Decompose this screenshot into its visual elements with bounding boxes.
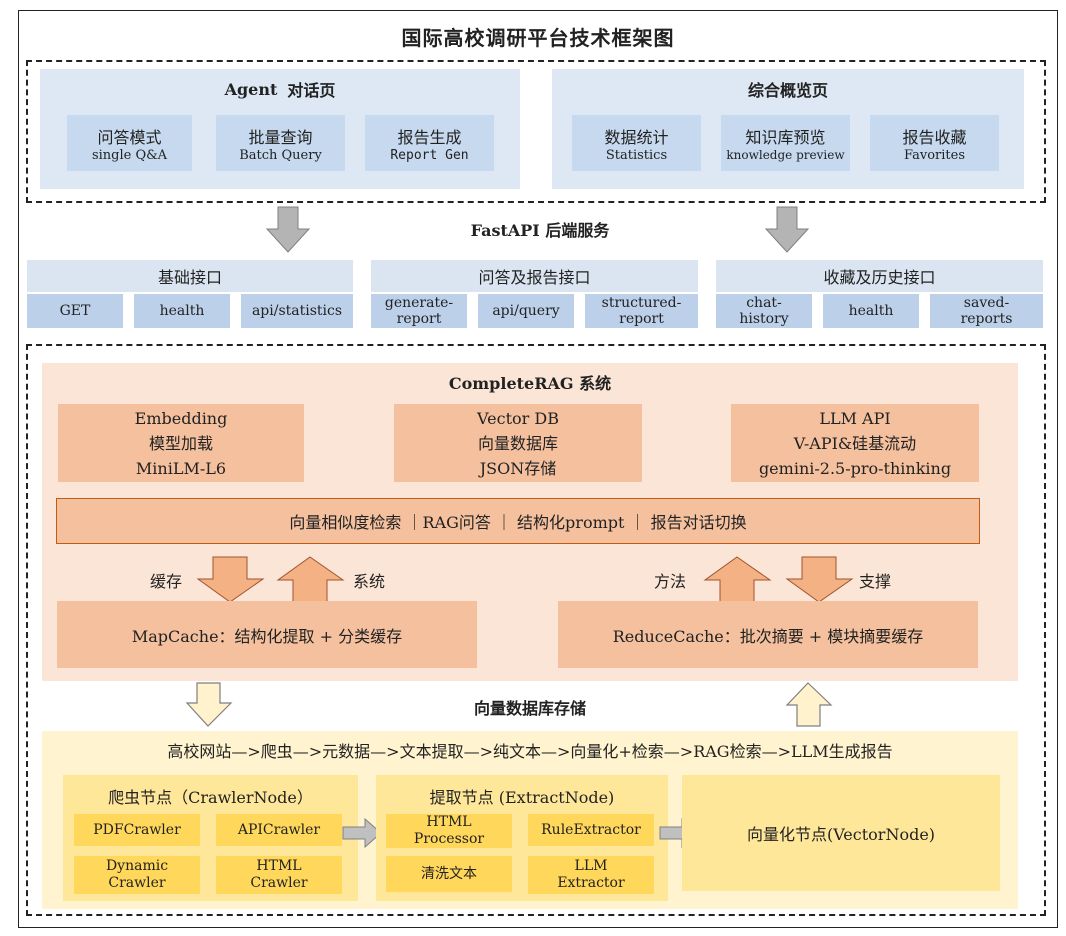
embedding-line-1: Embedding bbox=[134, 408, 228, 428]
report-gen-box: 报告生成 Report Gen bbox=[365, 115, 494, 171]
html-processor: HTML Processor bbox=[386, 814, 512, 848]
qa-api-generate-report: generate- report bbox=[371, 294, 467, 328]
qa-api-query: api/query bbox=[478, 294, 574, 328]
basic-api-get: GET bbox=[27, 294, 123, 328]
extract-node-title: 提取节点 (ExtractNode) bbox=[429, 788, 615, 807]
orange-up-arrow-method bbox=[703, 556, 772, 603]
mapcache-box: MapCache：结构化提取 + 分类缓存 bbox=[57, 601, 477, 668]
vector-db-line-1: Vector DB bbox=[477, 408, 559, 428]
llm-api-line-1: LLM API bbox=[819, 408, 891, 428]
api-crawler: APICrawler bbox=[216, 814, 342, 846]
llm-api-line-3: gemini-2.5-pro-thinking bbox=[758, 458, 952, 478]
storage-title: 向量数据库存储 bbox=[473, 699, 586, 718]
vector-node: 向量化节点(VectorNode) bbox=[682, 775, 1000, 891]
reducecache-box: ReduceCache：批次摘要 + 模块摘要缓存 bbox=[558, 601, 978, 668]
statistics-cn: 数据统计 bbox=[604, 127, 669, 147]
agent-page-title-en: Agent bbox=[224, 79, 278, 99]
grey-right-arrow-1 bbox=[342, 817, 382, 849]
report-gen-cn: 报告生成 bbox=[397, 127, 462, 147]
statistics-en: Statistics bbox=[605, 147, 668, 163]
vector-db-module: Vector DB 向量数据库 JSON存储 bbox=[394, 404, 642, 482]
yellow-up-arrow bbox=[785, 682, 833, 727]
qa-mode-en: single Q&A bbox=[91, 147, 168, 163]
fav-api-saved-reports: saved- reports bbox=[930, 294, 1043, 328]
system-label: 系统 bbox=[352, 572, 385, 591]
frontend-region bbox=[26, 60, 1046, 203]
qa-api-structured-report: structured- report bbox=[585, 294, 698, 328]
basic-api-title: 基础接口 bbox=[27, 260, 353, 292]
knowledge-preview-cn: 知识库预览 bbox=[745, 128, 826, 147]
outer-frame bbox=[18, 10, 1058, 928]
method-label: 方法 bbox=[653, 572, 686, 591]
knowledge-preview-box: 知识库预览 knowledge preview bbox=[721, 115, 850, 171]
cache-label: 缓存 bbox=[149, 572, 182, 591]
rag-title: CompleteRAG 系统 bbox=[448, 374, 612, 393]
overview-page-title: 综合概览页 bbox=[747, 81, 828, 100]
favorites-box: 报告收藏 Favorites bbox=[870, 115, 999, 171]
yellow-down-arrow bbox=[185, 682, 233, 727]
embedding-line-2: 模型加载 bbox=[148, 433, 213, 453]
orange-up-arrow-system bbox=[276, 556, 345, 603]
report-gen-en: Report Gen bbox=[390, 147, 469, 163]
embedding-line-3: MiniLM-L6 bbox=[135, 458, 227, 478]
grey-down-arrow-left bbox=[265, 206, 311, 253]
batch-query-en: Batch Query bbox=[239, 147, 322, 163]
knowledge-preview-en: knowledge preview bbox=[726, 148, 845, 162]
fav-api-chat-history: chat- history bbox=[716, 294, 812, 328]
pipeline-text: 高校网站—>爬虫—>元数据—>文本提取—>纯文本—>向量化+检索—>RAG检索—… bbox=[167, 742, 893, 761]
orange-down-arrow-cache bbox=[196, 556, 265, 603]
llm-api-module: LLM API V-API&硅基流动 gemini-2.5-pro-thinki… bbox=[731, 404, 979, 482]
llm-api-line-2: V-API&硅基流动 bbox=[793, 433, 917, 453]
fav-history-api-title: 收藏及历史接口 bbox=[716, 260, 1043, 292]
batch-query-box: 批量查询 Batch Query bbox=[216, 115, 345, 171]
backend-region bbox=[26, 344, 1046, 916]
dynamic-crawler: Dynamic Crawler bbox=[74, 856, 200, 894]
embedding-module: Embedding 模型加载 MiniLM-L6 bbox=[58, 404, 304, 482]
pdf-crawler: PDFCrawler bbox=[74, 814, 200, 846]
html-crawler: HTML Crawler bbox=[216, 856, 342, 894]
grey-down-arrow-right bbox=[764, 206, 810, 253]
rule-extractor: RuleExtractor bbox=[528, 814, 654, 846]
favorites-cn: 报告收藏 bbox=[902, 127, 967, 147]
fastapi-title: FastAPI 后端服务 bbox=[470, 221, 610, 240]
agent-page-title: Agent 对话页 bbox=[40, 74, 520, 104]
page-title: 国际高校调研平台技术框架图 bbox=[401, 25, 675, 50]
basic-api-statistics: api/statistics bbox=[241, 294, 353, 328]
qa-report-api-title: 问答及报告接口 bbox=[371, 260, 698, 292]
qa-mode-cn: 问答模式 bbox=[97, 127, 162, 147]
support-label: 支撑 bbox=[858, 572, 891, 591]
rag-features-bar: 向量相似度检索 ｜RAG问答 ｜ 结构化prompt ｜ 报告对话切换 bbox=[56, 498, 980, 544]
llm-extractor: LLM Extractor bbox=[528, 856, 654, 894]
favorites-en: Favorites bbox=[903, 147, 966, 163]
statistics-box: 数据统计 Statistics bbox=[572, 115, 701, 171]
qa-mode-box: 问答模式 single Q&A bbox=[67, 115, 192, 171]
vector-db-line-3: JSON存储 bbox=[479, 458, 557, 478]
agent-page-title-cn: 对话页 bbox=[287, 81, 336, 100]
orange-down-arrow-support bbox=[785, 556, 854, 603]
vector-db-line-2: 向量数据库 bbox=[477, 433, 558, 453]
basic-api-health: health bbox=[134, 294, 230, 328]
fav-api-health: health bbox=[823, 294, 919, 328]
clean-text: 清洗文本 bbox=[386, 856, 512, 892]
batch-query-cn: 批量查询 bbox=[248, 127, 313, 147]
crawler-node-title: 爬虫节点（CrawlerNode） bbox=[108, 788, 313, 807]
